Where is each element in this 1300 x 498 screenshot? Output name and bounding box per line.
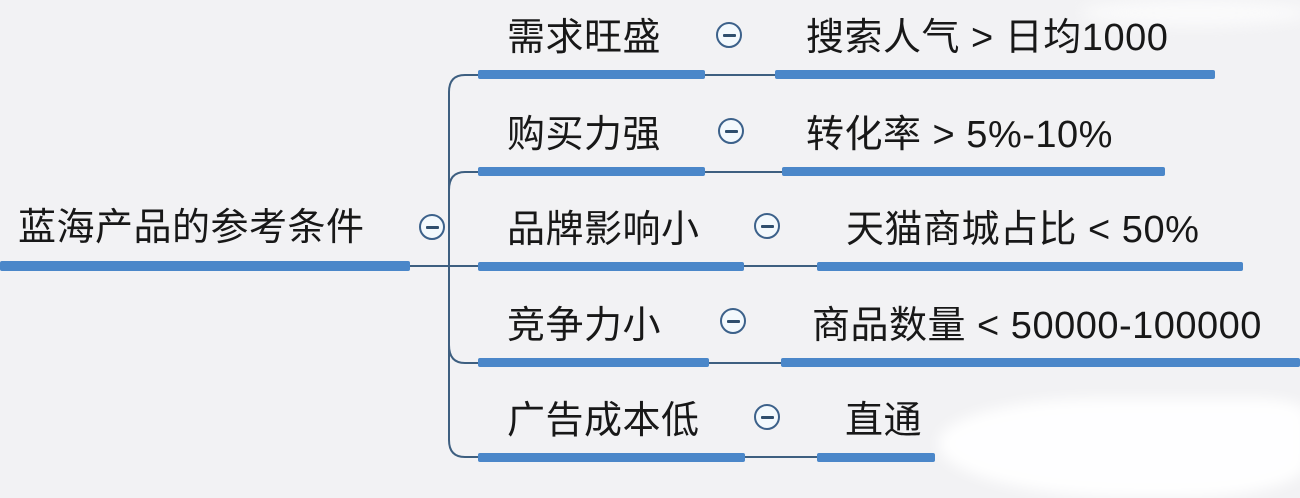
minus-icon (760, 415, 774, 419)
branch-3-detail-underline (817, 262, 1243, 271)
white-smudge (938, 398, 1300, 498)
branch-1-detail-label[interactable]: 搜索人气 > 日均1000 (806, 17, 1169, 59)
minus-icon (425, 225, 439, 229)
branch-1-detail-underline (775, 70, 1215, 79)
root-collapse-button[interactable] (419, 214, 445, 240)
branch-2-topic-label[interactable]: 购买力强 (507, 114, 662, 156)
branch-5-topic-underline (478, 453, 745, 462)
branch-4-collapse-button[interactable] (720, 308, 746, 334)
minus-icon (760, 224, 774, 228)
branch-5-topic-label[interactable]: 广告成本低 (507, 400, 700, 442)
branch-2-detail-underline (782, 167, 1165, 176)
minus-icon (722, 33, 736, 37)
branch-1-topic-underline (478, 70, 705, 79)
minus-icon (724, 129, 738, 133)
branch-5-detail-label[interactable]: 直通 (845, 400, 923, 442)
trunk-to-branch2-line (448, 171, 480, 191)
root-topic-underline (0, 261, 410, 271)
white-smudge (1080, 0, 1300, 26)
branch-3-topic-label[interactable]: 品牌影响小 (507, 209, 700, 251)
branch-2-detail-label[interactable]: 转化率 > 5%-10% (806, 114, 1113, 156)
branch-4-topic-underline (478, 358, 709, 367)
branch-4-detail-underline (781, 358, 1300, 367)
trunk-line (448, 74, 480, 458)
branch-3-detail-label[interactable]: 天猫商城占比 < 50% (846, 209, 1200, 251)
branch-5-collapse-button[interactable] (754, 404, 780, 430)
branch-3-topic-underline (478, 262, 744, 271)
branch-1-collapse-button[interactable] (716, 22, 742, 48)
branch-4-detail-label[interactable]: 商品数量 < 50000-100000 (812, 305, 1262, 347)
branch-2-collapse-button[interactable] (718, 118, 744, 144)
branch-5-detail-underline (817, 453, 935, 462)
branch-1-topic-label[interactable]: 需求旺盛 (507, 17, 662, 59)
root-topic-label[interactable]: 蓝海产品的参考条件 (18, 207, 365, 249)
minus-icon (726, 319, 740, 323)
trunk-to-branch4-line (448, 344, 480, 364)
branch-4-topic-label[interactable]: 竞争力小 (507, 305, 662, 347)
branch-2-topic-underline (478, 167, 705, 176)
branch-3-collapse-button[interactable] (754, 213, 780, 239)
